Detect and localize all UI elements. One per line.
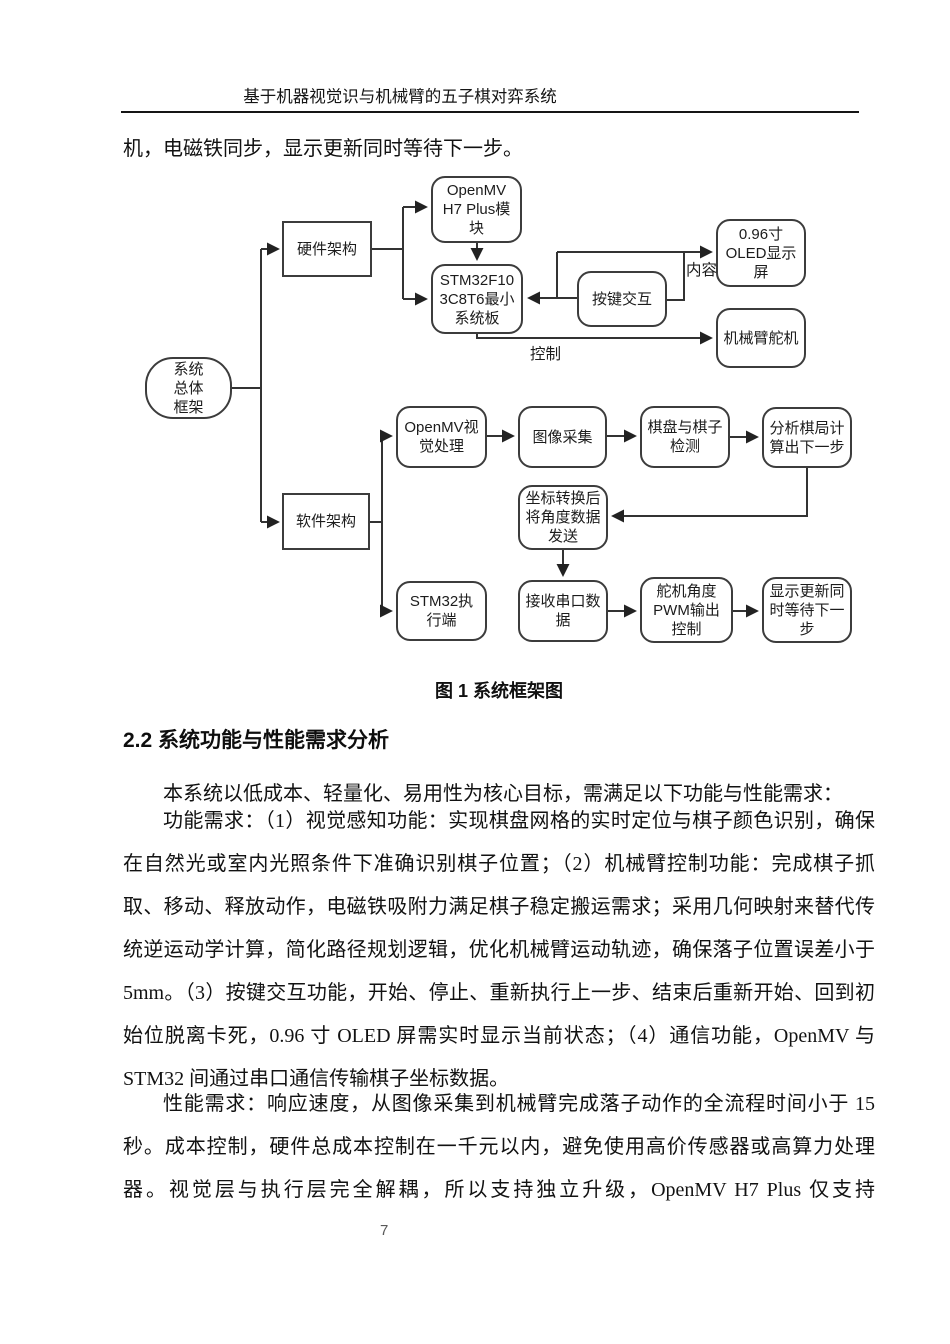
body-line-continuation: 机，电磁铁同步，显示更新同时等待下一步。 (123, 138, 523, 160)
body-line: 性能需求：响应速度，从图像采集到机械臂完成落子动作的全流程时间小于 15 (163, 1093, 875, 1115)
header-rule (121, 111, 859, 113)
body-line: 器。视觉层与执行层完全解耦，所以支持独立升级，OpenMV H7 Plus 仅支… (123, 1179, 875, 1201)
body-line: 秒。成本控制，硬件总成本控制在一千元以内，避免使用高价传感器或高算力处理 (123, 1136, 875, 1158)
edge-label-content: 内容 (686, 262, 718, 279)
paragraph-intro: 本系统以低成本、轻量化、易用性为核心目标，需满足以下功能与性能需求： (163, 783, 843, 805)
node-receive-serial-data: 接收串口数 据 (518, 580, 608, 642)
node-display-update-wait: 显示更新同 时等待下一 步 (762, 577, 852, 643)
section-heading: 2.2 系统功能与性能需求分析 (123, 729, 390, 752)
page-number: 7 (380, 1222, 389, 1239)
node-hardware-architecture: 硬件架构 (282, 221, 372, 277)
body-line: 取、移动、释放动作，电磁铁吸附力满足棋子稳定搬运需求；采用几何映射来替代传 (123, 896, 875, 918)
body-line: 统逆运动学计算，简化路径规划逻辑，优化机械臂运动轨迹，确保落子位置误差小于 (123, 939, 875, 961)
node-robot-arm-servo: 机械臂舵机 (716, 308, 806, 368)
node-software-architecture: 软件架构 (282, 493, 370, 550)
body-line: 5mm。（3）按键交互功能，开始、停止、重新执行上一步、结束后重新开始、回到初 (123, 982, 875, 1004)
node-system-overall-frame: 系统 总体 框架 (145, 357, 232, 419)
edge-label-control: 控制 (530, 346, 562, 363)
figure-caption: 图 1 系统框架图 (434, 681, 563, 701)
body-line: 功能需求：（1）视觉感知功能：实现棋盘网格的实时定位与棋子颜色识别，确保 (163, 810, 875, 832)
body-line: 在自然光或室内光照条件下准确识别棋子位置；（2）机械臂控制功能：完成棋子抓 (123, 853, 875, 875)
node-stm32-executor: STM32执 行端 (396, 581, 487, 641)
node-key-interaction: 按键交互 (577, 271, 667, 327)
node-stm32f103c8t6-board: STM32F10 3C8T6最小 系统板 (431, 264, 523, 334)
node-openmv-h7-plus-module: OpenMV H7 Plus模 块 (431, 176, 522, 243)
node-oled-display: 0.96寸 OLED显示 屏 (716, 219, 806, 287)
body-line: 始位脱离卡死，0.96 寸 OLED 屏需实时显示当前状态；（4）通信功能，Op… (123, 1025, 875, 1047)
node-analyze-next-move: 分析棋局计 算出下一步 (762, 407, 852, 468)
node-coordinate-convert-send: 坐标转换后 将角度数据 发送 (518, 485, 608, 550)
node-servo-pwm-output: 舵机角度 PWM输出 控制 (640, 577, 733, 643)
node-board-piece-detection: 棋盘与棋子 检测 (640, 406, 730, 468)
node-image-capture: 图像采集 (518, 406, 607, 468)
body-line: STM32 间通过串口通信传输棋子坐标数据。 (123, 1068, 510, 1090)
node-openmv-vision-processing: OpenMV视 觉处理 (396, 406, 487, 468)
running-title: 基于机器视觉识与机械臂的五子棋对弈系统 (243, 87, 557, 106)
